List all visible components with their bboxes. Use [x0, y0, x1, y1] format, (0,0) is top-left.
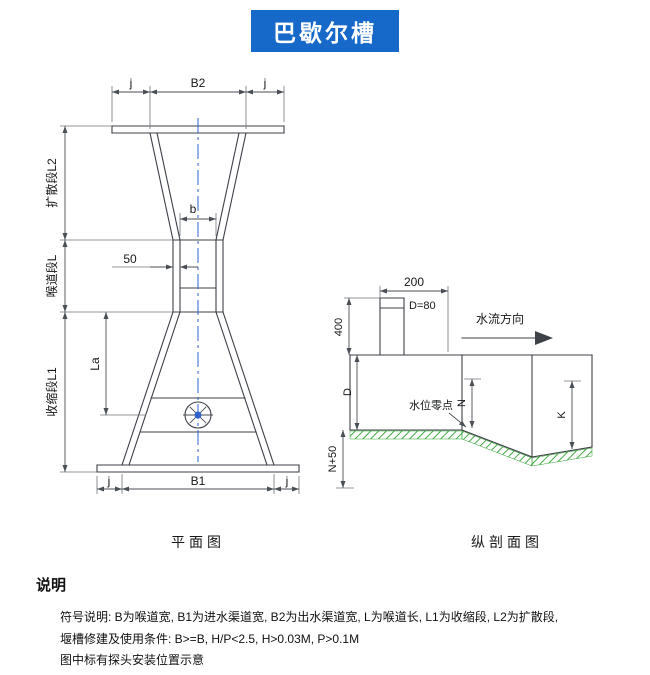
dim-label-k: K	[556, 411, 568, 419]
notes-heading: 说明	[36, 577, 67, 594]
dim-label-section-l2: 扩散段L2	[44, 158, 59, 208]
plan-dim-b: b	[179, 202, 217, 236]
dim-label-400: 400	[333, 318, 345, 336]
notes-section: 说明 符号说明: B为喉道宽, B1为进水渠道宽, B2为出水渠道宽, L为喉道…	[36, 574, 632, 672]
ground-hatching	[349, 430, 593, 467]
note-line-symbols: 符号说明: B为喉道宽, B1为进水渠道宽, B2为出水渠道宽, L为喉道长, …	[60, 610, 559, 624]
dim-label-n: N	[456, 399, 468, 407]
dim-label-200: 200	[404, 275, 424, 289]
section-view-caption: 纵剖面图	[471, 534, 543, 550]
plan-dim-la: La	[88, 312, 146, 416]
plan-dim-bottom: j B1 j	[96, 474, 300, 494]
dim-label-b1: B1	[191, 474, 206, 488]
section-outline	[349, 297, 593, 458]
section-dim-n50: N+50	[327, 430, 354, 489]
dim-label-j-bottom-right: j	[285, 474, 289, 488]
page-title: 巴歇尔槽	[251, 10, 399, 52]
plan-view: j B2 j b 50 La	[44, 76, 300, 550]
note-line-conditions: 堰槽修建及使用条件: B>=B, H/P<2.5, H>0.03M, P>0.1…	[60, 631, 360, 646]
section-view: 200 D=80 400 水流方向 水位零点 D N	[327, 275, 593, 550]
probe-symbol	[183, 401, 213, 429]
note-line-probe: 图中标有探头安装位置示意	[60, 653, 205, 667]
section-dim-d: D	[342, 355, 360, 430]
dim-label-j-top-left: j	[129, 76, 133, 90]
section-dim-k: K	[556, 380, 581, 449]
section-dim-400: 400	[333, 297, 380, 355]
flow-direction-label: 水流方向	[476, 311, 524, 326]
plan-dim-top: j B2 j	[111, 76, 285, 129]
dim-label-j-top-right: j	[263, 76, 267, 90]
flow-arrow-icon	[535, 331, 553, 345]
dim-label-b: b	[190, 202, 197, 216]
water-zero: 水位零点	[409, 398, 467, 428]
plan-view-caption: 平面图	[171, 534, 225, 550]
flow-direction: 水流方向	[461, 311, 553, 345]
section-dim-200: 200	[379, 275, 449, 352]
dim-label-j-bottom-left: j	[107, 474, 111, 488]
dim-label-d: D	[342, 388, 354, 396]
dim-label-50: 50	[123, 252, 137, 266]
dim-label-section-l: 喉道段L	[44, 254, 59, 297]
dim-label-section-l1: 收缩段L1	[44, 367, 59, 417]
plan-dim-50: 50	[112, 252, 198, 270]
dim-label-d80: D=80	[409, 300, 436, 312]
dim-label-la: La	[88, 357, 102, 371]
plan-dim-sections: 扩散段L2 喉道段L 收缩段L1	[44, 125, 173, 473]
water-zero-label: 水位零点	[409, 398, 453, 412]
dim-label-b2: B2	[191, 76, 206, 90]
section-dim-n: N	[456, 378, 481, 428]
dim-label-n50: N+50	[327, 446, 339, 473]
